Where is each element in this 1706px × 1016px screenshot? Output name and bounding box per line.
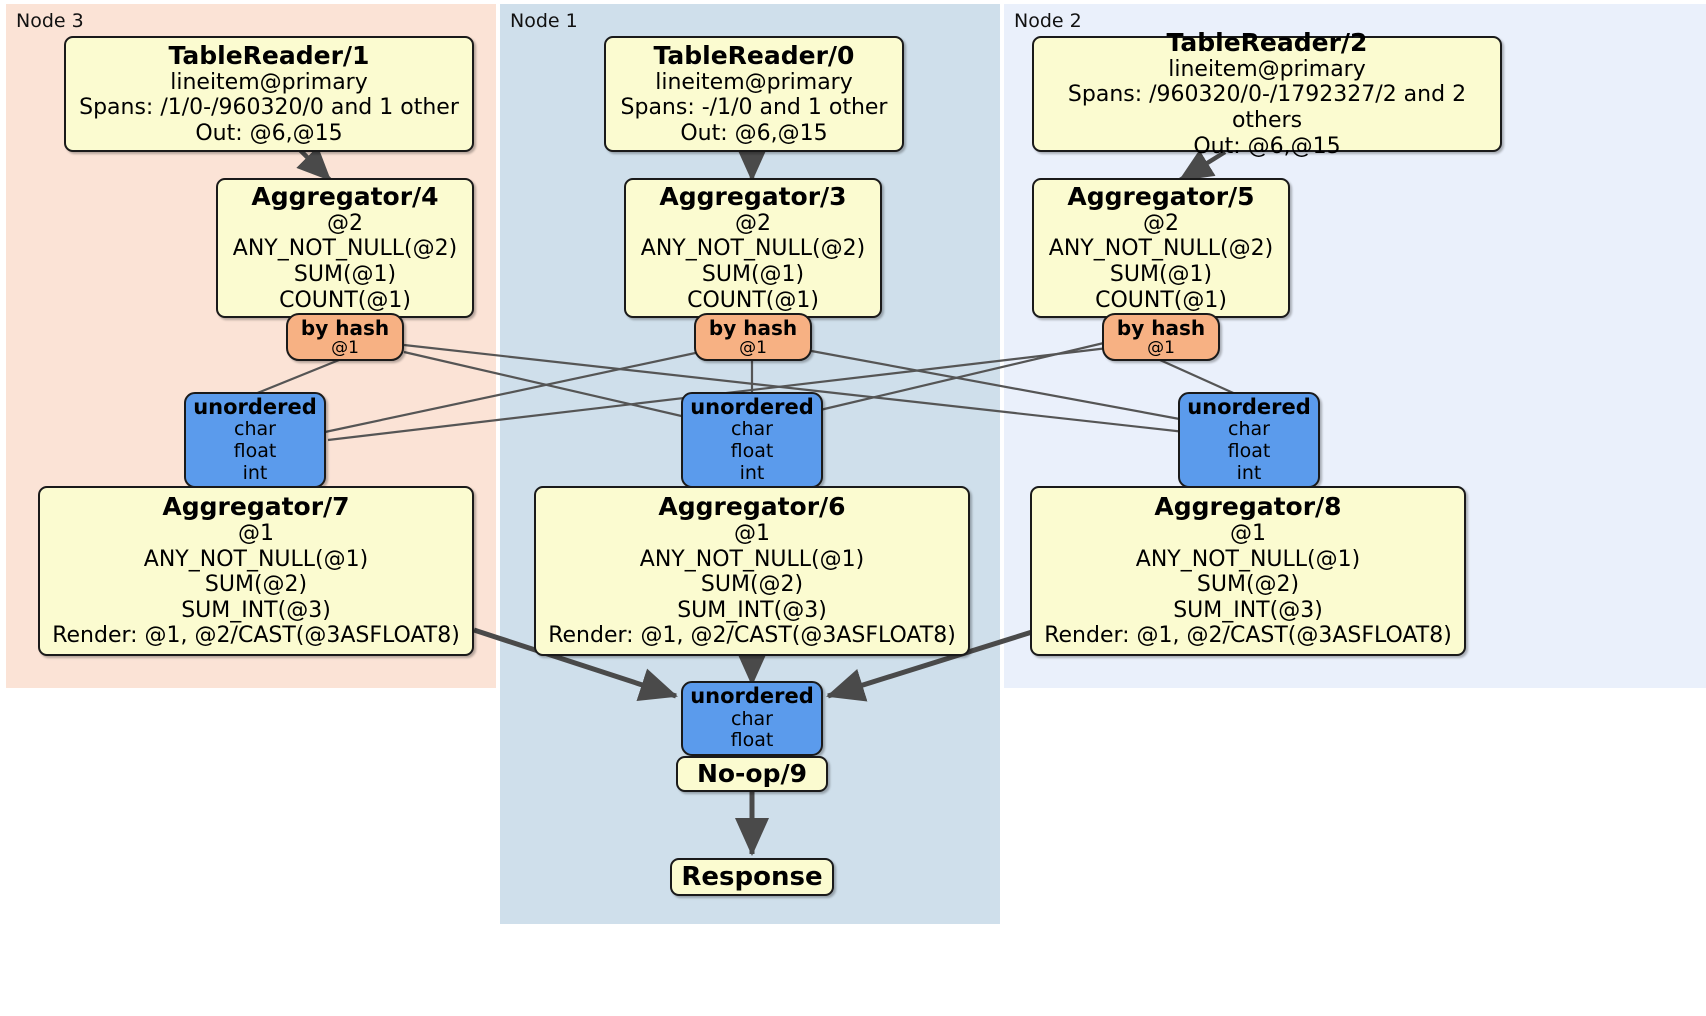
receiver-line: int [1236,461,1262,484]
processor-line: Spans: -/1/0 and 1 other [620,95,888,121]
receiver-title: unordered [690,684,814,709]
processor-noop-9[interactable]: No-op/9 [676,756,828,792]
processor-line: SUM(@1) [293,262,397,287]
receiver-unordered-right[interactable]: unordered char float int [1178,392,1320,488]
receiver-title: unordered [1187,394,1311,419]
receiver-line: float [233,439,277,462]
processor-line: ANY_NOT_NULL(@2) [232,236,458,262]
router-title: by hash [708,315,798,340]
processor-line: lineitem@primary [170,69,368,95]
processor-aggregator-8[interactable]: Aggregator/8 @1 ANY_NOT_NULL(@1) SUM(@2)… [1030,486,1466,656]
processor-title: TableReader/2 [1166,27,1368,57]
processor-line: COUNT(@1) [1095,287,1227,313]
processor-line: @2 [735,210,771,236]
processor-line: SUM_INT(@3) [181,597,331,623]
receiver-line: int [242,461,268,484]
receiver-line: int [739,461,765,484]
processor-title: Aggregator/6 [658,492,846,522]
processor-line: ANY_NOT_NULL(@2) [640,236,866,262]
processor-line: SUM(@1) [701,262,805,287]
processor-title: No-op/9 [696,759,808,788]
processor-line: SUM(@2) [204,572,308,598]
node-panel-label: Node 3 [16,10,84,32]
receiver-title: unordered [690,394,814,419]
router-title: by hash [1116,315,1206,340]
processor-tablereader-1[interactable]: TableReader/1 lineitem@primary Spans: /1… [64,36,474,152]
processor-aggregator-6[interactable]: Aggregator/6 @1 ANY_NOT_NULL(@1) SUM(@2)… [534,486,970,656]
processor-line: ANY_NOT_NULL(@2) [1048,236,1274,262]
processor-line: Out: @6,@15 [195,120,343,146]
processor-line: Render: @1, @2/CAST(@3ASFLOAT8) [52,623,460,649]
processor-title: TableReader/1 [168,40,370,70]
processor-title: Aggregator/7 [162,492,350,522]
node-panel-label: Node 2 [1014,10,1082,32]
receiver-unordered-center[interactable]: unordered char float int [681,392,823,488]
router-line: @1 [739,337,767,358]
processor-line: Spans: /1/0-/960320/0 and 1 other [79,95,459,121]
processor-line: Out: @6,@15 [1193,133,1341,159]
processor-line: @2 [327,210,363,236]
processor-aggregator-4[interactable]: Aggregator/4 @2 ANY_NOT_NULL(@2) SUM(@1)… [216,178,474,318]
response-node[interactable]: Response [670,858,834,896]
router-line: @1 [331,337,359,358]
receiver-line: float [730,439,774,462]
processor-line: SUM(@1) [1109,262,1213,287]
processor-line: @1 [238,521,274,547]
processor-title: TableReader/0 [653,40,855,70]
router-line: @1 [1147,337,1175,358]
processor-line: SUM(@2) [1196,572,1300,598]
processor-title: Aggregator/5 [1067,181,1255,211]
processor-line: ANY_NOT_NULL(@1) [639,546,865,572]
processor-title: Aggregator/8 [1154,492,1342,522]
processor-title: Aggregator/4 [251,181,439,211]
receiver-line: char [234,418,276,441]
processor-line: SUM(@2) [700,572,804,598]
receiver-line: char [731,418,773,441]
processor-aggregator-7[interactable]: Aggregator/7 @1 ANY_NOT_NULL(@1) SUM(@2)… [38,486,474,656]
router-by-hash-center[interactable]: by hash @1 [694,313,812,361]
processor-line: lineitem@primary [1168,56,1366,82]
processor-aggregator-3[interactable]: Aggregator/3 @2 ANY_NOT_NULL(@2) SUM(@1)… [624,178,882,318]
response-label: Response [681,862,823,892]
processor-line: Render: @1, @2/CAST(@3ASFLOAT8) [548,623,956,649]
processor-tablereader-2[interactable]: TableReader/2 lineitem@primary Spans: /9… [1032,28,1502,159]
processor-line: COUNT(@1) [687,287,819,313]
processor-line: Render: @1, @2/CAST(@3ASFLOAT8) [1044,623,1452,649]
processor-line: ANY_NOT_NULL(@1) [143,546,369,572]
processor-line: ANY_NOT_NULL(@1) [1135,546,1361,572]
receiver-unordered-left[interactable]: unordered char float int [184,392,326,488]
processor-tablereader-0[interactable]: TableReader/0 lineitem@primary Spans: -/… [604,36,904,152]
receiver-unordered-final[interactable]: unordered char float [681,681,823,756]
processor-line: SUM_INT(@3) [1173,597,1323,623]
router-by-hash-left[interactable]: by hash @1 [286,313,404,361]
node-panel-label: Node 1 [510,10,578,32]
processor-title: Aggregator/3 [659,181,847,211]
processor-line: @1 [734,521,770,547]
receiver-line: float [1227,439,1271,462]
processor-line: Out: @6,@15 [680,120,828,146]
processor-line: SUM_INT(@3) [677,597,827,623]
receiver-title: unordered [193,394,317,419]
receiver-line: char [731,707,773,730]
processor-line: @2 [1143,210,1179,236]
receiver-line: float [730,729,774,752]
processor-line: lineitem@primary [655,69,853,95]
processor-aggregator-5[interactable]: Aggregator/5 @2 ANY_NOT_NULL(@2) SUM(@1)… [1032,178,1290,318]
router-by-hash-right[interactable]: by hash @1 [1102,313,1220,361]
processor-line: COUNT(@1) [279,287,411,313]
router-title: by hash [300,315,390,340]
receiver-line: char [1228,418,1270,441]
processor-line: Spans: /960320/0-/1792327/2 and 2 others [1067,82,1467,133]
processor-line: @1 [1230,521,1266,547]
